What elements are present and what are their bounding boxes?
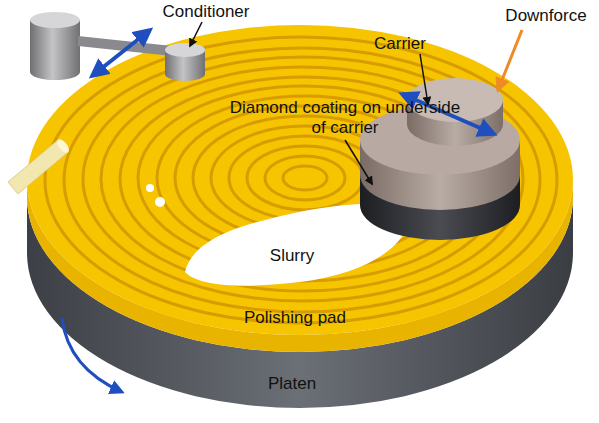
groove — [265, 156, 345, 200]
groove — [83, 57, 523, 301]
conditioner-head-top — [165, 43, 205, 57]
conditioner-arm — [78, 36, 172, 56]
part-label: Platen — [232, 374, 352, 394]
part-label: Conditioner — [136, 2, 276, 22]
slurry-drop — [155, 197, 165, 207]
polishing-pad — [27, 25, 573, 335]
slurry-drop — [146, 184, 154, 192]
part-label: Slurry — [232, 246, 352, 266]
nozzle-end — [55, 137, 71, 154]
conditioner-column-top — [30, 12, 80, 28]
groove — [64, 48, 540, 312]
part-label: Carrier — [350, 34, 450, 54]
motion-arrow — [92, 30, 150, 76]
groove — [45, 37, 557, 323]
leader-line — [190, 22, 202, 46]
part-label: Diamond coating on underside of carrier — [225, 98, 465, 138]
slurry-nozzle — [8, 140, 68, 194]
part-label: Downforce — [486, 6, 599, 26]
rotation-arrow — [62, 318, 122, 392]
pad-grooves — [45, 37, 557, 323]
downforce-arrow — [498, 30, 522, 90]
conditioner-column — [30, 20, 80, 80]
leader-line — [345, 140, 372, 184]
part-label: Polishing pad — [215, 308, 375, 328]
groove — [247, 146, 363, 210]
groove — [283, 166, 327, 190]
leader-line — [420, 54, 428, 104]
